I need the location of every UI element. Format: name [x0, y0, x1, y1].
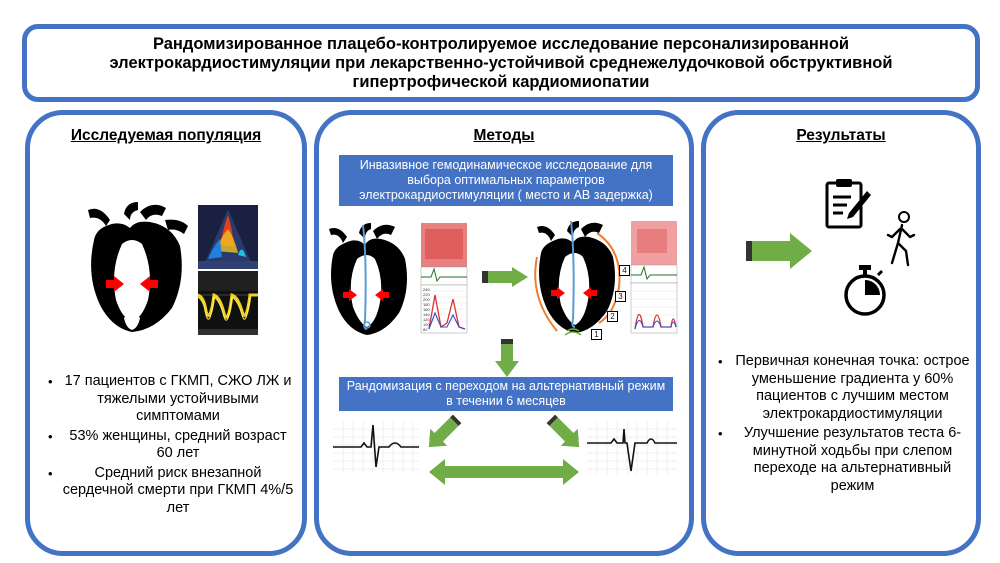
population-bullet: Средний риск внезапной сердечной смерти …: [48, 465, 294, 518]
results-bullet: Улучшение результатов теста 6-минутной х…: [718, 425, 973, 495]
heart-before-pacing: [329, 223, 407, 335]
green-arrow-down-left: [428, 414, 462, 448]
heart-illustration: [88, 202, 188, 332]
randomization-band: Рандомизация с переходом на альтернативн…: [339, 377, 673, 411]
hemodynamic-monitor-before: [420, 223, 468, 334]
results-bullets: Первичная конечная точка: острое уменьше…: [718, 353, 973, 497]
ecg-strip-left: [333, 421, 419, 473]
population-panel: Исследуемая популяция 17 пациентов с ГКМ…: [25, 110, 307, 556]
heart-with-pacing-leads: [534, 220, 621, 336]
lead-label-1: 1: [591, 329, 602, 340]
green-arrow-down: [495, 339, 519, 377]
green-arrow-results: [746, 233, 812, 269]
clipboard-icon: [825, 179, 871, 229]
title-box: Рандомизированное плацебо-контролируемое…: [22, 24, 980, 102]
hemodynamic-study-band: Инвазивное гемодинамическое исследование…: [339, 155, 673, 206]
results-panel: Результаты Первичная конечная точка: ост…: [701, 110, 981, 556]
lead-label-3: 3: [615, 291, 626, 302]
population-bullet: 17 пациентов с ГКМП, СЖО ЛЖ и тяжелыми у…: [48, 373, 294, 426]
hemodynamic-monitor-after: [630, 221, 678, 334]
lead-label-4: 4: [619, 265, 630, 276]
monitor-tick: 140: [423, 312, 430, 317]
monitor-tick: 120: [423, 317, 430, 322]
ecg-strip-right: [587, 421, 677, 475]
methods-heading: Методы: [473, 127, 535, 144]
monitor-tick: 180: [423, 302, 430, 307]
walking-person-icon: [886, 211, 916, 267]
green-double-arrow: [429, 459, 579, 485]
page-title: Рандомизированное плацебо-контролируемое…: [109, 34, 893, 91]
methods-panel: Методы Инвазивное гемодинамическое иссле…: [314, 110, 694, 556]
green-arrow-right: [482, 267, 528, 287]
results-bullet: Первичная конечная точка: острое уменьше…: [718, 353, 973, 423]
monitor-tick: 200: [423, 297, 430, 302]
population-bullets: 17 пациентов с ГКМП, СЖО ЛЖ и тяжелыми у…: [48, 373, 294, 519]
echo-cw-doppler-image: [197, 271, 258, 335]
monitor-tick: 240: [423, 287, 430, 292]
monitor-tick: 160: [423, 307, 430, 312]
lead-label-2: 2: [607, 311, 618, 322]
monitor-tick-labels: 240 220 200 180 160 140 120 100 80: [423, 287, 435, 332]
stopwatch-icon: [844, 265, 886, 316]
green-arrow-down-right: [546, 414, 580, 448]
monitor-tick: 100: [423, 322, 430, 327]
echo-doppler-image: [198, 205, 258, 269]
population-bullet: 53% женщины, средний возраст 60 лет: [48, 428, 294, 463]
monitor-tick: 80: [423, 327, 428, 332]
population-heading: Исследуемая популяция: [70, 127, 262, 144]
monitor-tick: 220: [423, 292, 430, 297]
results-heading: Результаты: [796, 127, 886, 144]
